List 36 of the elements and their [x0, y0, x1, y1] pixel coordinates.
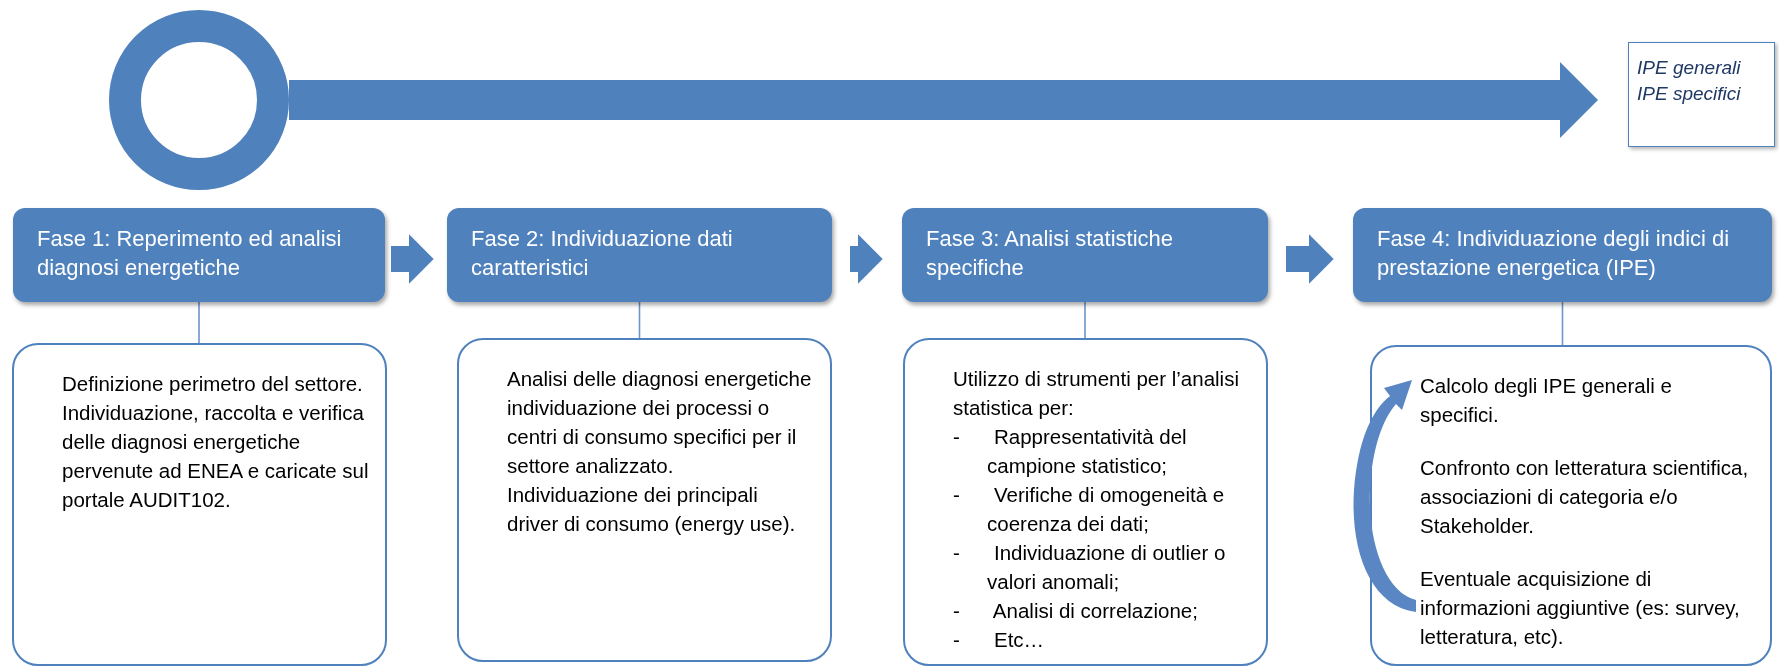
description-text: - Etc… [953, 627, 1046, 653]
description-text: - Rappresentatività del campione statistico; [953, 424, 1188, 479]
note-text: IPE specifici [1637, 82, 1742, 106]
note-text: IPE generali [1637, 56, 1742, 80]
connector-line [638, 301, 641, 339]
description-text: Calcolo degli IPE generali e specifici. [1420, 373, 1673, 428]
phase-title: Fase 4: Individuazione degli indici di prestazione energetica (IPE) [1377, 225, 1731, 282]
note-box [1628, 42, 1775, 147]
block-arrow [289, 62, 1598, 138]
description-box [457, 338, 832, 662]
block-arrow [850, 234, 883, 284]
description-box [1370, 345, 1772, 666]
description-text: Individuazione dei principali driver di consumo (energy use). [507, 482, 797, 537]
phase-title: Fase 2: Individuazione dati caratteristici [471, 225, 734, 282]
phase-header [1353, 208, 1772, 302]
description-box [903, 338, 1268, 666]
block-arrow [391, 234, 434, 284]
description-text: - Verifiche di omogeneità e coerenza dei dati; [953, 482, 1226, 537]
description-text: Eventuale acquisizione di informazioni aggiuntive (es: survey, letteratura, etc). [1420, 566, 1741, 650]
phase-header [447, 208, 832, 302]
phase-title: Fase 1: Reperimento ed analisi diagnosi energetiche [37, 225, 343, 282]
connector-line [198, 301, 200, 344]
connector-line [1561, 301, 1564, 346]
description-text: - Individuazione di outlier o valori anomali; [953, 540, 1227, 595]
connector-line [1084, 301, 1086, 339]
phase-title: Fase 3: Analisi statistiche specifiche [926, 225, 1174, 282]
phase-header [13, 208, 385, 302]
description-text: Analisi delle diagnosi energetiche individuazione dei processi o centri di consumo specifici per il settore analizzato. [507, 366, 813, 479]
description-text: Utilizzo di strumenti per l’analisi statistica per: [953, 366, 1240, 421]
block-arrow [1286, 234, 1334, 284]
description-box [12, 343, 387, 666]
phase-header [902, 208, 1268, 302]
description-text: Definizione perimetro del settore. [62, 371, 364, 397]
description-text: Individuazione, raccolta e verifica delle diagnosi energetiche pervenute ad ENEA e caricate sul portale AUDIT102. [62, 400, 369, 513]
description-text: - Analisi di correlazione; [953, 598, 1199, 624]
description-text: Confronto con letteratura scientifica, associazioni di categoria e/o Stakeholder. [1420, 455, 1750, 539]
